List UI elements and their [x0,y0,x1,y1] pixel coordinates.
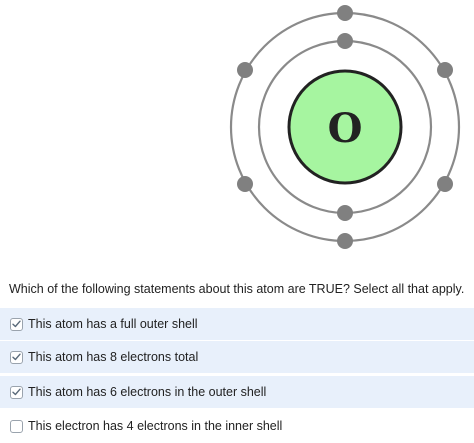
electron-outer-5 [437,62,453,78]
checkbox[interactable] [10,350,23,364]
choice-label: This atom has 6 electrons in the outer s… [28,385,267,399]
checkbox[interactable] [10,317,23,331]
checkmark-icon [12,353,21,361]
electron-outer-6 [437,176,453,192]
electron-outer-4 [237,176,253,192]
question-text: Which of the following statements about … [9,282,465,296]
nucleus [287,69,403,185]
element-symbol: O [328,105,363,152]
electron-inner-1 [337,33,353,49]
checkbox[interactable] [10,419,23,433]
atom-diagram: O [229,5,461,249]
choice-label: This atom has 8 electrons total [28,350,199,364]
choice-label: This electron has 4 electrons in the inn… [28,419,283,433]
checkmark-icon [12,320,21,328]
choice-4-electrons-inner-shell[interactable]: This electron has 4 electrons in the inn… [0,410,474,442]
checkbox[interactable] [10,385,23,399]
electron-outer-3 [237,62,253,78]
checkmark-icon [12,388,21,396]
choice-label: This atom has a full outer shell [28,317,198,331]
electron-inner-2 [337,205,353,221]
choice-8-electrons-total[interactable]: This atom has 8 electrons total [0,341,474,373]
choice-full-outer-shell[interactable]: This atom has a full outer shell [0,308,474,340]
choice-6-electrons-outer-shell[interactable]: This atom has 6 electrons in the outer s… [0,376,474,408]
electron-outer-1 [337,5,353,21]
electron-outer-2 [337,233,353,249]
